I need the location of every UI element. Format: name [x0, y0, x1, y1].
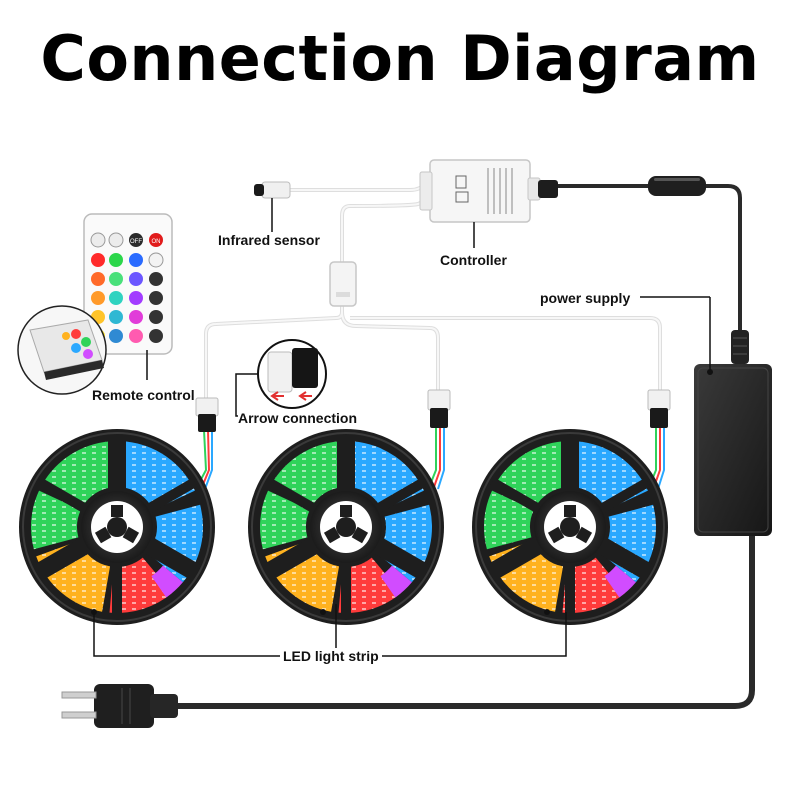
mains-cable: [172, 532, 755, 709]
cable-strain-relief: [731, 330, 749, 364]
led-reel-2-icon: [248, 429, 444, 625]
connector-2-icon: [427, 389, 451, 428]
splitter-connector-icon: [329, 261, 357, 307]
wall-plug-icon: [61, 684, 178, 728]
controller-to-splitter-cable: [340, 196, 433, 262]
led-reel-3-icon: [472, 429, 668, 625]
strip-connectors: [195, 389, 671, 432]
led-reel-1-icon: [19, 429, 215, 625]
cables: [172, 174, 755, 709]
controller-box-icon: [419, 159, 558, 248]
page-title: Connection Diagram: [40, 22, 760, 95]
connector-3-icon: [647, 389, 671, 428]
power-adapter-icon: [640, 296, 772, 536]
power-supply-label: power supply: [540, 290, 631, 306]
remote-on-label: ON: [152, 239, 161, 245]
ferrite-bead-icon: [648, 176, 706, 196]
infrared-sensor-label: Infrared sensor: [218, 232, 320, 248]
ir-sensor-cable: [288, 174, 434, 192]
connector-1-icon: [195, 397, 219, 432]
arrow-connection-inset-icon: [235, 339, 327, 417]
remote-inset-icon: [17, 305, 107, 395]
controller-label: Controller: [440, 252, 507, 268]
remote-control-label: Remote control: [92, 387, 195, 403]
led-light-strip-label: LED light strip: [280, 648, 382, 664]
dc-cable: [553, 184, 742, 332]
led-reels: [19, 429, 668, 625]
infrared-sensor-icon: [254, 181, 291, 234]
arrow-connection-label: Arrow connection: [238, 410, 358, 426]
remote-off-label: OFF: [130, 239, 142, 245]
